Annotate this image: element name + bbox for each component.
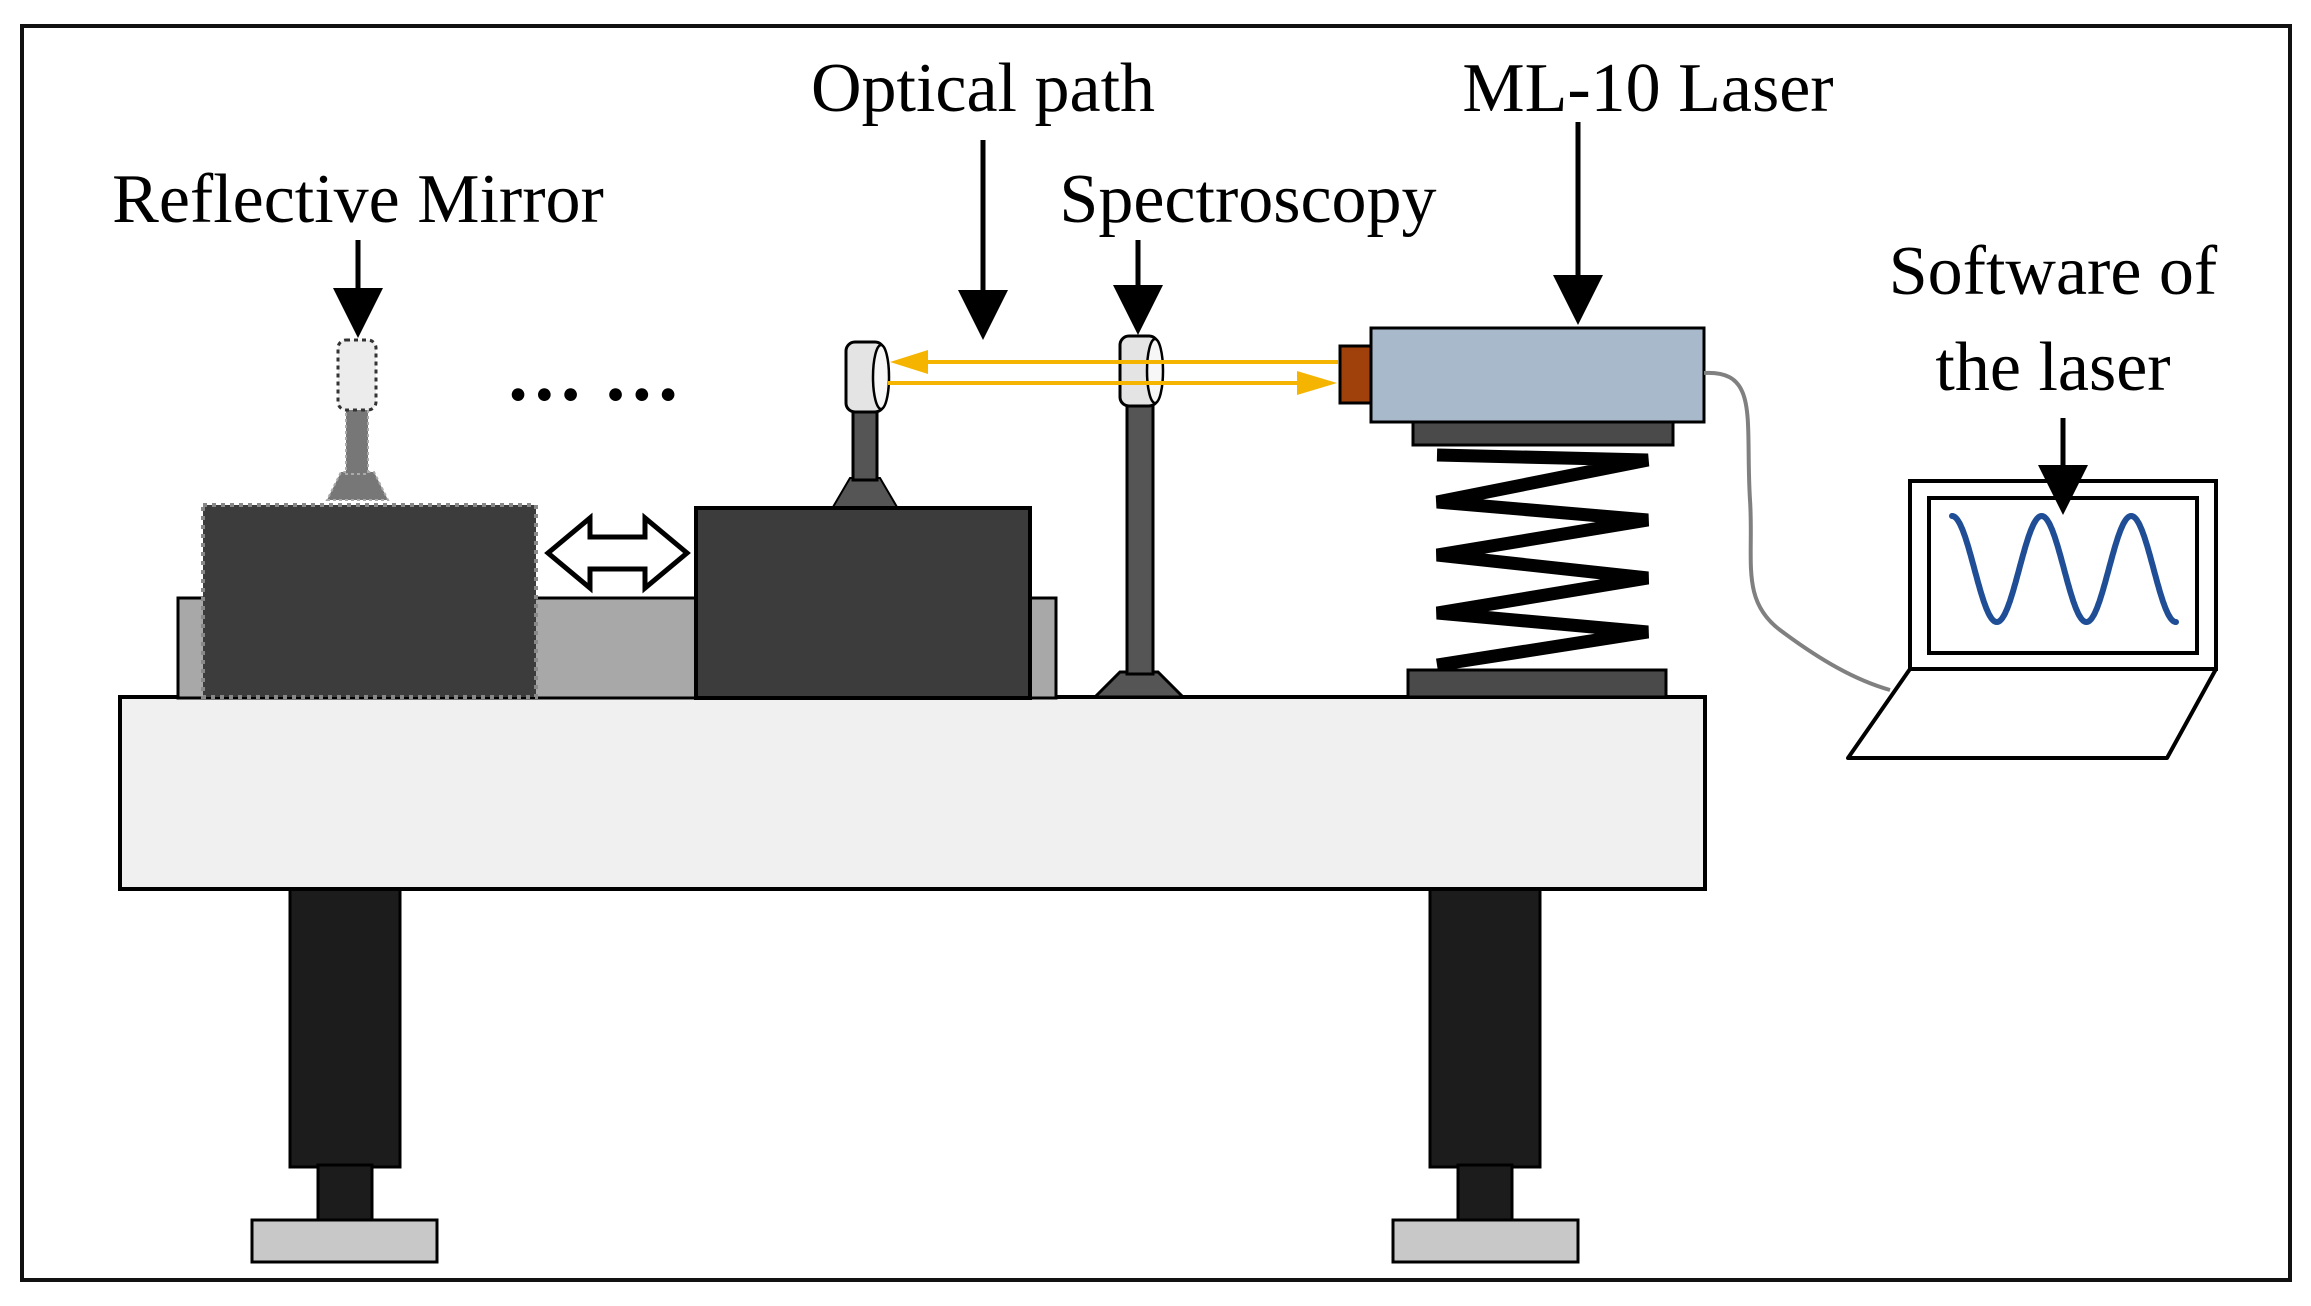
label-ml10-laser: ML-10 Laser <box>1462 50 1833 127</box>
laser-mount-plate <box>1411 420 1675 447</box>
cable <box>1703 370 1891 692</box>
label-optical-path: Optical path <box>811 50 1155 127</box>
mirror-current <box>831 340 899 508</box>
table-top <box>118 695 1707 891</box>
spectroscopy-post <box>1125 400 1155 676</box>
mirror-lens-face <box>871 343 891 411</box>
mirror-post <box>851 410 879 482</box>
mirror-mount-base <box>831 477 899 508</box>
spectroscopy-component <box>1091 334 1187 699</box>
table-leg-right <box>1428 885 1542 1169</box>
mirror-mount-base-previous <box>325 471 390 501</box>
label-spectroscopy: Spectroscopy <box>1059 161 1436 238</box>
spring-icon <box>1435 448 1650 672</box>
table-leg-left <box>288 885 402 1169</box>
waveform <box>1949 512 2179 626</box>
carriage-current <box>694 506 1032 700</box>
table-leg-left-stem <box>316 1163 374 1222</box>
spectroscopy-lens-face <box>1145 337 1165 405</box>
optical-beam-path <box>888 350 1338 395</box>
table-foot-right <box>1391 1218 1580 1264</box>
double-arrow-icon <box>544 512 691 594</box>
beam-lower-arrowhead <box>1297 371 1337 395</box>
label-software-line1: Software of <box>1889 233 2218 310</box>
beam-upper-arrowhead <box>890 350 928 374</box>
spectroscopy-mount-base <box>1091 670 1187 699</box>
mirror-lens-previous <box>336 338 378 412</box>
optical-table <box>118 695 1707 1264</box>
carriage-previous-position <box>201 503 538 699</box>
mirror-icon <box>325 338 390 501</box>
label-reflective-mirror: Reflective Mirror <box>112 161 604 238</box>
pointer-arrows <box>333 122 2088 515</box>
table-foot-left <box>250 1218 439 1264</box>
laser-head-icon <box>1369 326 1706 424</box>
laser-aperture <box>1338 344 1373 405</box>
label-software-line2: the laser <box>1935 329 2170 406</box>
ellipsis: … … <box>505 330 681 417</box>
table-leg-right-stem <box>1456 1163 1514 1222</box>
laser-assembly <box>1338 326 1706 699</box>
spring-base-plate <box>1406 668 1668 699</box>
mirror-post-previous <box>345 407 369 475</box>
laptop-base <box>1846 667 2218 760</box>
